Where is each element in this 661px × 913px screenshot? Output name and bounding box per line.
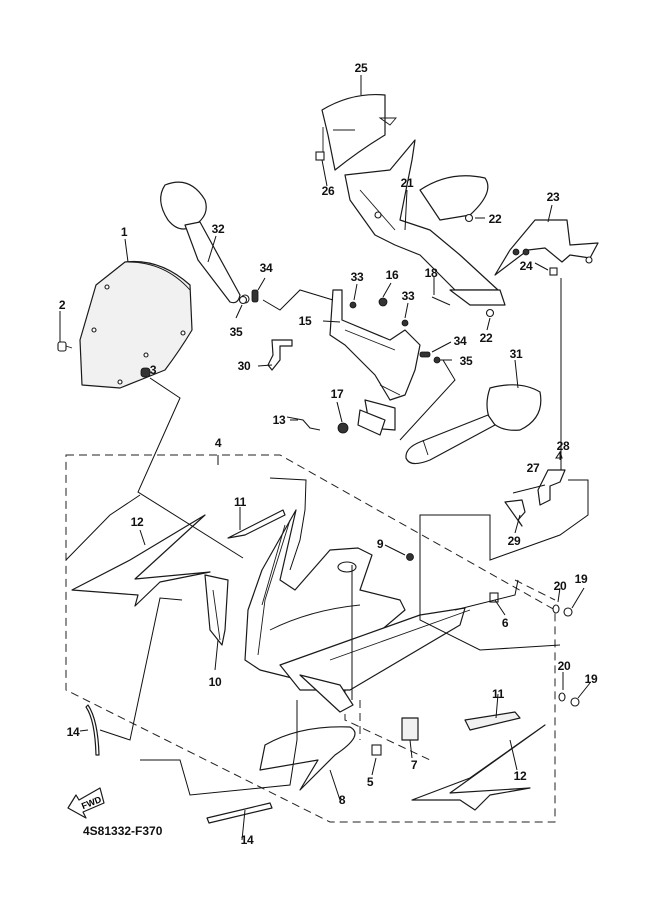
callout-34-left: 34 xyxy=(259,261,273,275)
callout-12-right: 12 xyxy=(513,769,527,783)
callout-20-top: 20 xyxy=(553,579,567,593)
callout-18: 18 xyxy=(424,266,438,280)
mirror-right-part xyxy=(405,384,542,465)
callout-14-side: 14 xyxy=(66,725,80,739)
callout-35-right: 35 xyxy=(459,354,473,368)
callout-28: 28 xyxy=(556,439,570,453)
front-cowling-part xyxy=(244,509,471,713)
meter-cover-part xyxy=(321,93,397,171)
callout-17: 17 xyxy=(330,387,344,401)
inner-panel-part xyxy=(344,139,506,306)
callout-19-bottom: 19 xyxy=(584,672,598,686)
callout-14-bottom: 14 xyxy=(240,833,254,847)
callout-22-top: 22 xyxy=(488,212,502,226)
callout-1: 1 xyxy=(120,225,128,239)
callout-24: 24 xyxy=(519,259,533,273)
cowling-stay-part xyxy=(329,289,421,436)
callout-34-right: 34 xyxy=(453,334,467,348)
graphic-left-part xyxy=(71,514,211,607)
callout-7: 7 xyxy=(410,758,418,772)
reference-code: 4S81332-F370 xyxy=(83,824,163,838)
callout-15: 15 xyxy=(298,314,312,328)
callout-20-bottom: 20 xyxy=(557,659,571,673)
graphic-right-part xyxy=(411,724,546,811)
callout-33-left: 33 xyxy=(350,270,364,284)
callout-5: 5 xyxy=(366,775,374,789)
callout-27: 27 xyxy=(526,461,540,475)
callout-31: 31 xyxy=(509,347,523,361)
callout-16: 16 xyxy=(385,268,399,282)
stay-parts xyxy=(267,339,566,527)
inner-side-panel-part xyxy=(494,219,599,276)
callout-33-right: 33 xyxy=(401,289,415,303)
callout-19-top: 19 xyxy=(574,572,588,586)
mirror-left-part xyxy=(160,181,250,304)
callout-11-side: 11 xyxy=(491,687,505,701)
callout-29: 29 xyxy=(507,534,521,548)
callout-21: 21 xyxy=(400,176,414,190)
callout-12-left: 12 xyxy=(130,515,144,529)
graphic-side-part xyxy=(464,711,521,731)
callout-6: 6 xyxy=(501,616,509,630)
trim-strips xyxy=(85,704,273,824)
callout-8: 8 xyxy=(338,793,346,807)
callout-10: 10 xyxy=(208,675,222,689)
callout-13: 13 xyxy=(272,413,286,427)
callout-2: 2 xyxy=(58,298,66,312)
callout-4: 4 xyxy=(214,436,222,450)
graphic-upper-part xyxy=(227,509,286,539)
callout-22-bottom: 22 xyxy=(479,331,493,345)
callout-35-left: 35 xyxy=(229,325,243,339)
callout-26: 26 xyxy=(321,184,335,198)
windscreen-part xyxy=(79,260,193,389)
callout-9: 9 xyxy=(376,537,384,551)
lower-panel-part xyxy=(259,726,356,791)
fwd-arrow-icon: FWD xyxy=(67,787,105,819)
callout-32: 32 xyxy=(211,222,225,236)
leader-lines xyxy=(59,75,591,841)
duct-cover-part xyxy=(204,574,229,646)
hardware-parts xyxy=(57,151,580,756)
callout-3: 3 xyxy=(149,363,157,377)
callout-11-top: 11 xyxy=(233,495,247,509)
callout-25: 25 xyxy=(354,61,368,75)
callout-30: 30 xyxy=(237,359,251,373)
callout-23: 23 xyxy=(546,190,560,204)
